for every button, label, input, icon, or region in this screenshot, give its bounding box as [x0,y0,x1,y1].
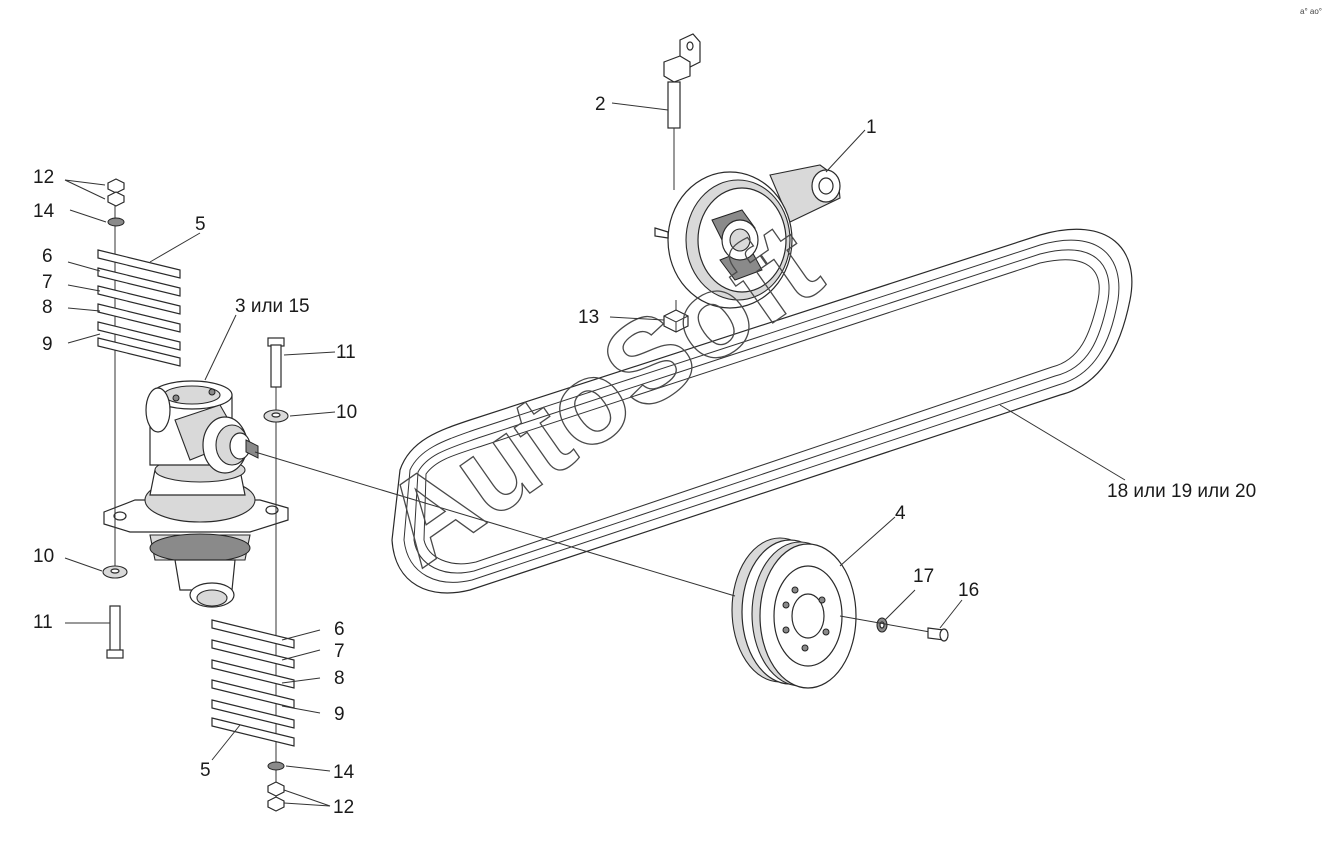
callout-11-left: 11 [33,612,53,633]
idler-pulley-assembly [654,164,841,309]
callout-10-left: 10 [33,546,54,567]
washer-10-left [102,565,128,579]
gearbox-assembly [103,380,289,608]
upper-shim-stack [97,190,181,566]
callout-18-19-20: 18 или 19 или 20 [1107,481,1256,502]
callout-11-right: 11 [336,342,356,363]
callout-labels: 2 1 3 или 15 4 5 6 7 8 9 12 14 11 10 10 … [33,94,1256,818]
callout-12-top: 12 [33,167,54,188]
nut-stack-bottom-right [267,761,285,812]
callout-10-right: 10 [336,402,357,423]
leader-lines [64,102,1126,807]
callout-7-top: 7 [42,272,53,293]
callout-5-top: 5 [195,214,206,235]
callout-9-top: 9 [42,334,53,355]
callout-13: 13 [578,307,599,328]
callout-9-bottom: 9 [334,704,345,725]
washer-10-right [263,409,289,423]
callout-14-bottom: 14 [333,762,355,783]
callout-2: 2 [595,94,606,115]
callout-3-or-15: 3 или 15 [235,296,310,317]
callout-6-bottom: 6 [334,619,345,640]
axis-line [254,451,736,597]
bracket-bolt [663,33,701,190]
corner-mark: a° ao° [1300,7,1322,16]
callout-7-bottom: 7 [334,641,345,662]
bolt-11-left [106,605,124,659]
drive-pulley [731,537,857,689]
callout-14-top: 14 [33,201,55,222]
drive-belt [391,228,1133,594]
nut-stack-top-left [107,178,125,227]
nut-13 [663,300,689,333]
bolt-16 [839,615,949,642]
lower-shim-stack [211,619,295,747]
callout-5-bottom: 5 [200,760,211,781]
callout-8-bottom: 8 [334,668,345,689]
callout-12-bottom: 12 [333,797,354,818]
callout-17: 17 [913,566,934,587]
callout-8-top: 8 [42,297,53,318]
callout-4: 4 [895,503,906,524]
callout-1: 1 [866,117,877,138]
callout-6-top: 6 [42,246,53,267]
callout-16: 16 [958,580,979,601]
